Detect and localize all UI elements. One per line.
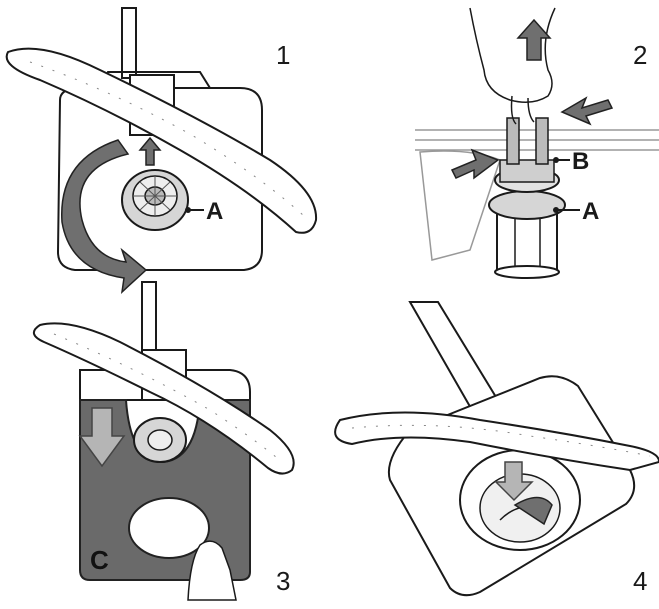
lower-spray-arm <box>5 47 318 234</box>
up-arrow-icon <box>516 18 552 61</box>
filter-a <box>121 169 189 231</box>
label-a-panel-1: A <box>206 198 224 225</box>
lower-spray-arm <box>334 411 659 472</box>
water-pipe <box>121 7 137 79</box>
step-number-4: 4 <box>633 566 648 596</box>
label-b-panel-2: B <box>572 148 590 175</box>
rotate-arrow-icon <box>61 139 148 294</box>
rotate-arrow-icon <box>513 496 553 526</box>
push-arrow-icon <box>560 96 614 126</box>
hand-icon <box>187 540 237 601</box>
step-number-2: 2 <box>633 40 648 70</box>
panel-3 <box>33 281 295 601</box>
filter-assembly <box>488 117 566 279</box>
step-number-1: 1 <box>276 40 291 70</box>
label-c-panel-3: C <box>90 545 109 575</box>
water-pipe <box>141 281 157 353</box>
up-arrow-icon <box>138 136 162 166</box>
push-arrow-icon <box>450 148 500 180</box>
hand-icon <box>469 7 556 103</box>
lower-spray-arm <box>33 322 295 475</box>
step-number-3: 3 <box>276 566 291 596</box>
label-a-panel-2: A <box>582 198 600 225</box>
panel-4 <box>334 301 659 597</box>
panel-2 <box>415 7 659 279</box>
panel-1 <box>5 7 318 294</box>
down-arrow-icon <box>78 407 126 468</box>
down-arrow-icon <box>494 461 534 502</box>
filter-a <box>488 190 566 220</box>
